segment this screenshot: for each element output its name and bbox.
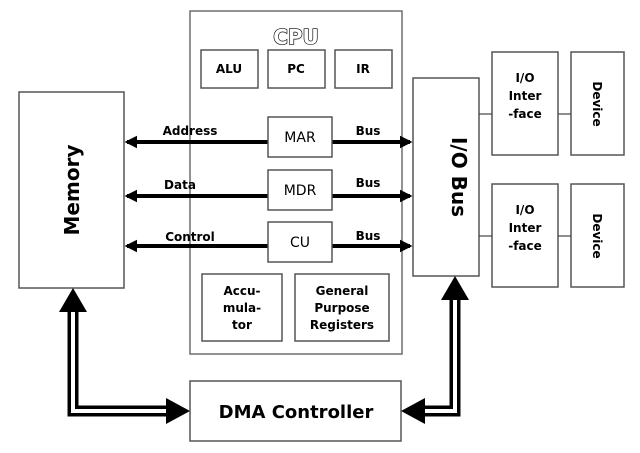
dma-controller-label: DMA Controller	[219, 402, 374, 423]
dma-controller-block	[189, 380, 402, 442]
io-interface-1-line-3: -face	[508, 107, 542, 121]
pc-box	[267, 49, 326, 89]
memory-label: Memory	[60, 145, 84, 236]
mdr-label: MDR	[284, 183, 317, 199]
mar-box	[267, 116, 333, 158]
address-label: Address	[163, 124, 218, 138]
cu-label: CU	[290, 235, 310, 251]
memory-dma-double-arrow	[59, 288, 190, 424]
pc-label: PC	[287, 62, 305, 76]
ir-box	[334, 49, 393, 89]
io-interface-1-line-2: Inter	[509, 89, 542, 103]
cu-box	[267, 221, 333, 263]
alu-label: ALU	[216, 62, 242, 76]
accumulator-label-3: tor	[232, 318, 252, 332]
io-interface-1-line-1: I/O	[515, 71, 534, 85]
data-label: Data	[164, 178, 196, 192]
control-bus-label: Bus	[356, 229, 381, 243]
io-bus-label: I/O Bus	[447, 137, 471, 217]
accumulator-label-1: Accu-	[223, 284, 260, 298]
io-interface-box-2	[491, 183, 559, 288]
address-bus-label: Bus	[356, 124, 381, 138]
io-interface-box-1	[491, 51, 559, 156]
gpr-box	[294, 273, 390, 342]
control-label: Control	[165, 230, 215, 244]
io-interface-2-line-3: -face	[508, 239, 542, 253]
device-box-1	[570, 51, 625, 156]
ir-label: IR	[356, 62, 370, 76]
device-label-1: Device	[590, 81, 604, 126]
io-interface-2-line-2: Inter	[509, 221, 542, 235]
gpr-label-2: Purpose	[314, 301, 369, 315]
device-label-2: Device	[590, 213, 604, 258]
data-bus-label: Bus	[356, 176, 381, 190]
io-bus-block	[412, 77, 480, 277]
gpr-label-3: Registers	[310, 318, 374, 332]
memory-block	[18, 91, 125, 289]
alu-box	[200, 49, 259, 89]
cpu-title: CPU	[273, 25, 319, 49]
mar-label: MAR	[284, 130, 316, 146]
io-interface-2-line-1: I/O	[515, 203, 534, 217]
dma-io-bus-double-arrow	[401, 276, 469, 424]
mdr-box	[267, 169, 333, 211]
accumulator-box	[201, 273, 283, 342]
gpr-label-1: General	[316, 284, 369, 298]
accumulator-label-2: mula-	[223, 301, 261, 315]
